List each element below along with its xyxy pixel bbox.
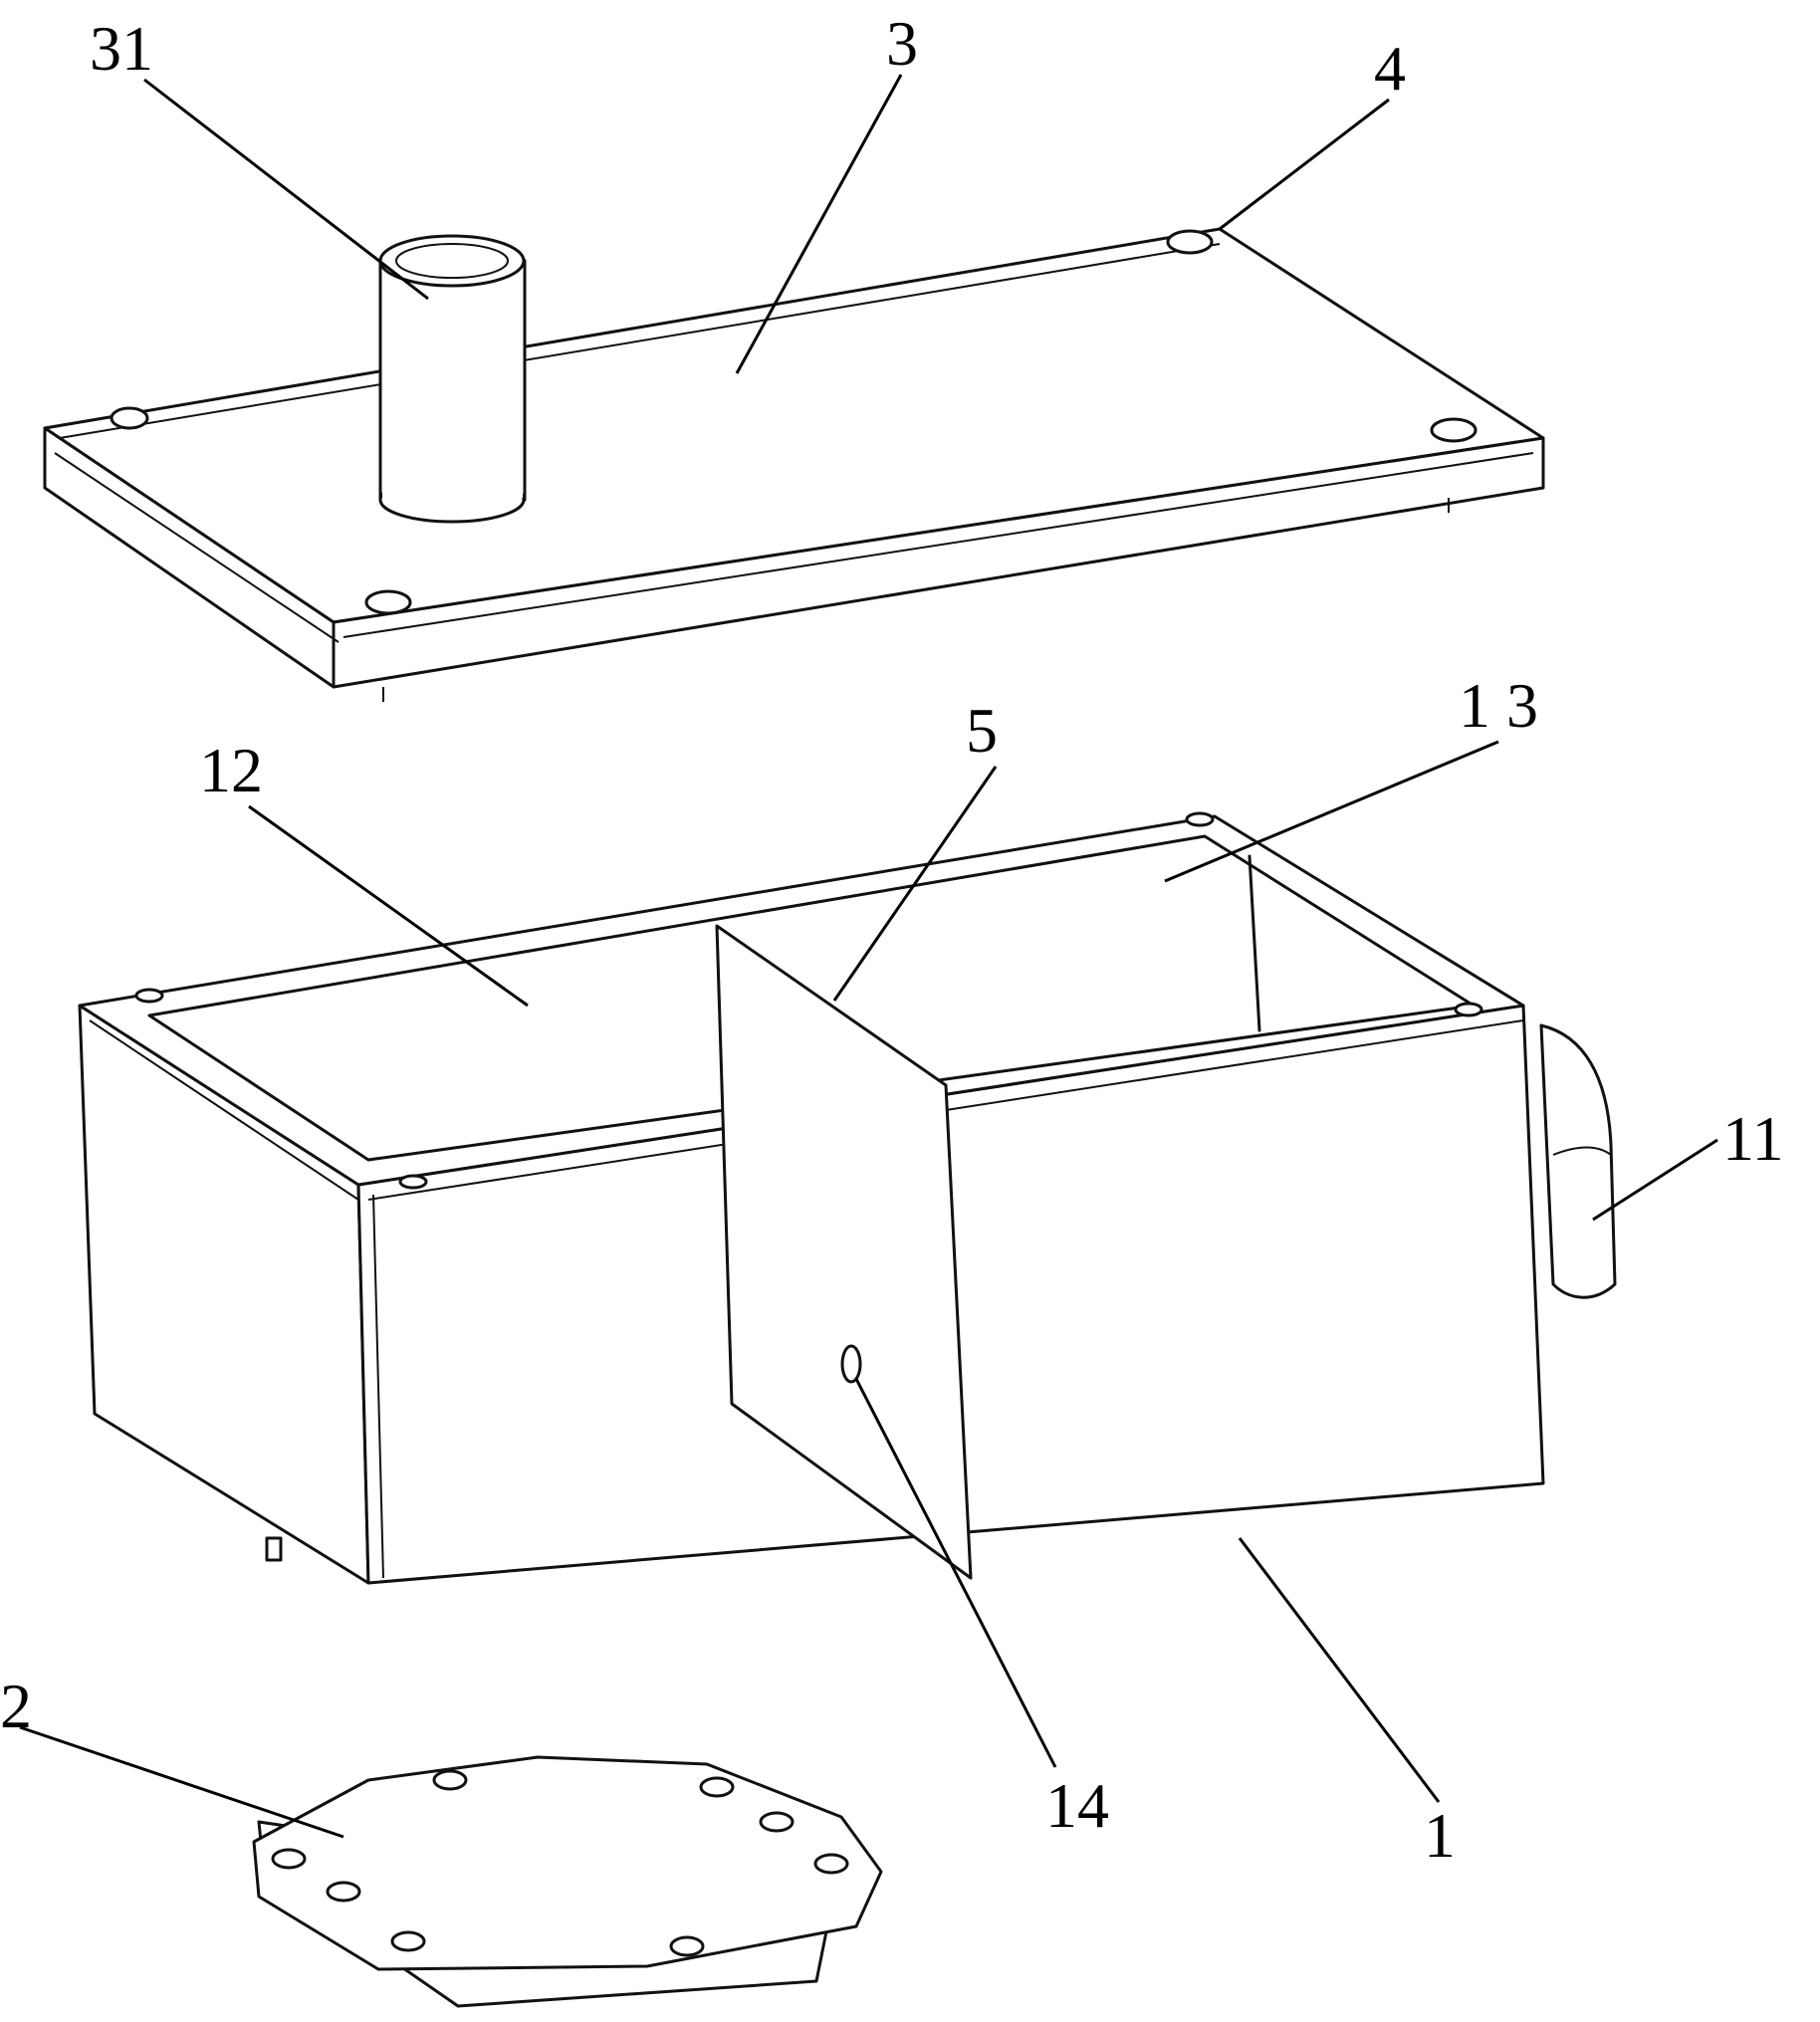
plate-hole bbox=[813, 1853, 849, 1875]
plate-hole bbox=[669, 1935, 705, 1957]
label-4: 4 bbox=[1374, 33, 1406, 104]
box-rim-line bbox=[89, 1019, 359, 1201]
screw-icon bbox=[364, 589, 412, 615]
divider-plate bbox=[715, 924, 973, 1580]
label-2: 2 bbox=[0, 1671, 32, 1741]
leader-14 bbox=[854, 1378, 1057, 1768]
rim-hole bbox=[1454, 1002, 1483, 1017]
elbow-body bbox=[1539, 1023, 1617, 1299]
leader-11 bbox=[1592, 1138, 1718, 1222]
leader-12 bbox=[248, 804, 529, 1008]
plate-hole bbox=[432, 1769, 468, 1791]
box-edge-line bbox=[372, 1194, 384, 1579]
box bbox=[78, 811, 1545, 1585]
plate-hole bbox=[390, 1930, 426, 1952]
lid-side-edge bbox=[43, 426, 336, 689]
label-14: 14 bbox=[1045, 1770, 1109, 1841]
label-3: 3 bbox=[886, 8, 918, 79]
plate-hole bbox=[271, 1848, 307, 1870]
label-13: 1 3 bbox=[1459, 670, 1538, 741]
label-12: 12 bbox=[199, 735, 263, 805]
screw-icon bbox=[110, 406, 149, 430]
leader-13 bbox=[1164, 740, 1499, 883]
leader-lines bbox=[19, 74, 1718, 1839]
plate-hole bbox=[759, 1811, 795, 1833]
lid-rim-line bbox=[342, 452, 1534, 638]
leader-4 bbox=[1219, 98, 1390, 231]
leader-3 bbox=[735, 74, 903, 374]
leader-31 bbox=[143, 78, 429, 301]
box-foot bbox=[265, 1536, 283, 1562]
screw-icon bbox=[1166, 229, 1214, 255]
base-plate-body bbox=[252, 1755, 883, 1971]
reference-labels: 31 3 4 5 1 3 12 11 2 14 1 bbox=[0, 8, 1784, 1871]
lid bbox=[43, 227, 1545, 702]
plate-hole bbox=[326, 1881, 361, 1903]
screw-icon bbox=[1430, 417, 1478, 443]
pipe bbox=[378, 234, 527, 524]
leader-5 bbox=[832, 766, 998, 1002]
leader-2 bbox=[19, 1725, 344, 1839]
side-hole bbox=[840, 1344, 862, 1384]
leader-1 bbox=[1238, 1537, 1441, 1803]
base-plate bbox=[252, 1755, 883, 2008]
lid-rim-line bbox=[54, 452, 340, 643]
rim-hole bbox=[134, 988, 164, 1004]
lid-rim-line bbox=[59, 243, 1221, 439]
box-inner-corner bbox=[1248, 854, 1261, 1032]
rim-hole bbox=[1185, 811, 1215, 827]
label-1: 1 bbox=[1424, 1800, 1456, 1871]
rim-hole bbox=[398, 1174, 428, 1190]
label-5: 5 bbox=[966, 695, 998, 766]
label-11: 11 bbox=[1722, 1103, 1784, 1174]
elbow-pipe bbox=[1539, 1023, 1617, 1299]
plate-hole bbox=[699, 1776, 735, 1798]
label-31: 31 bbox=[90, 13, 153, 84]
